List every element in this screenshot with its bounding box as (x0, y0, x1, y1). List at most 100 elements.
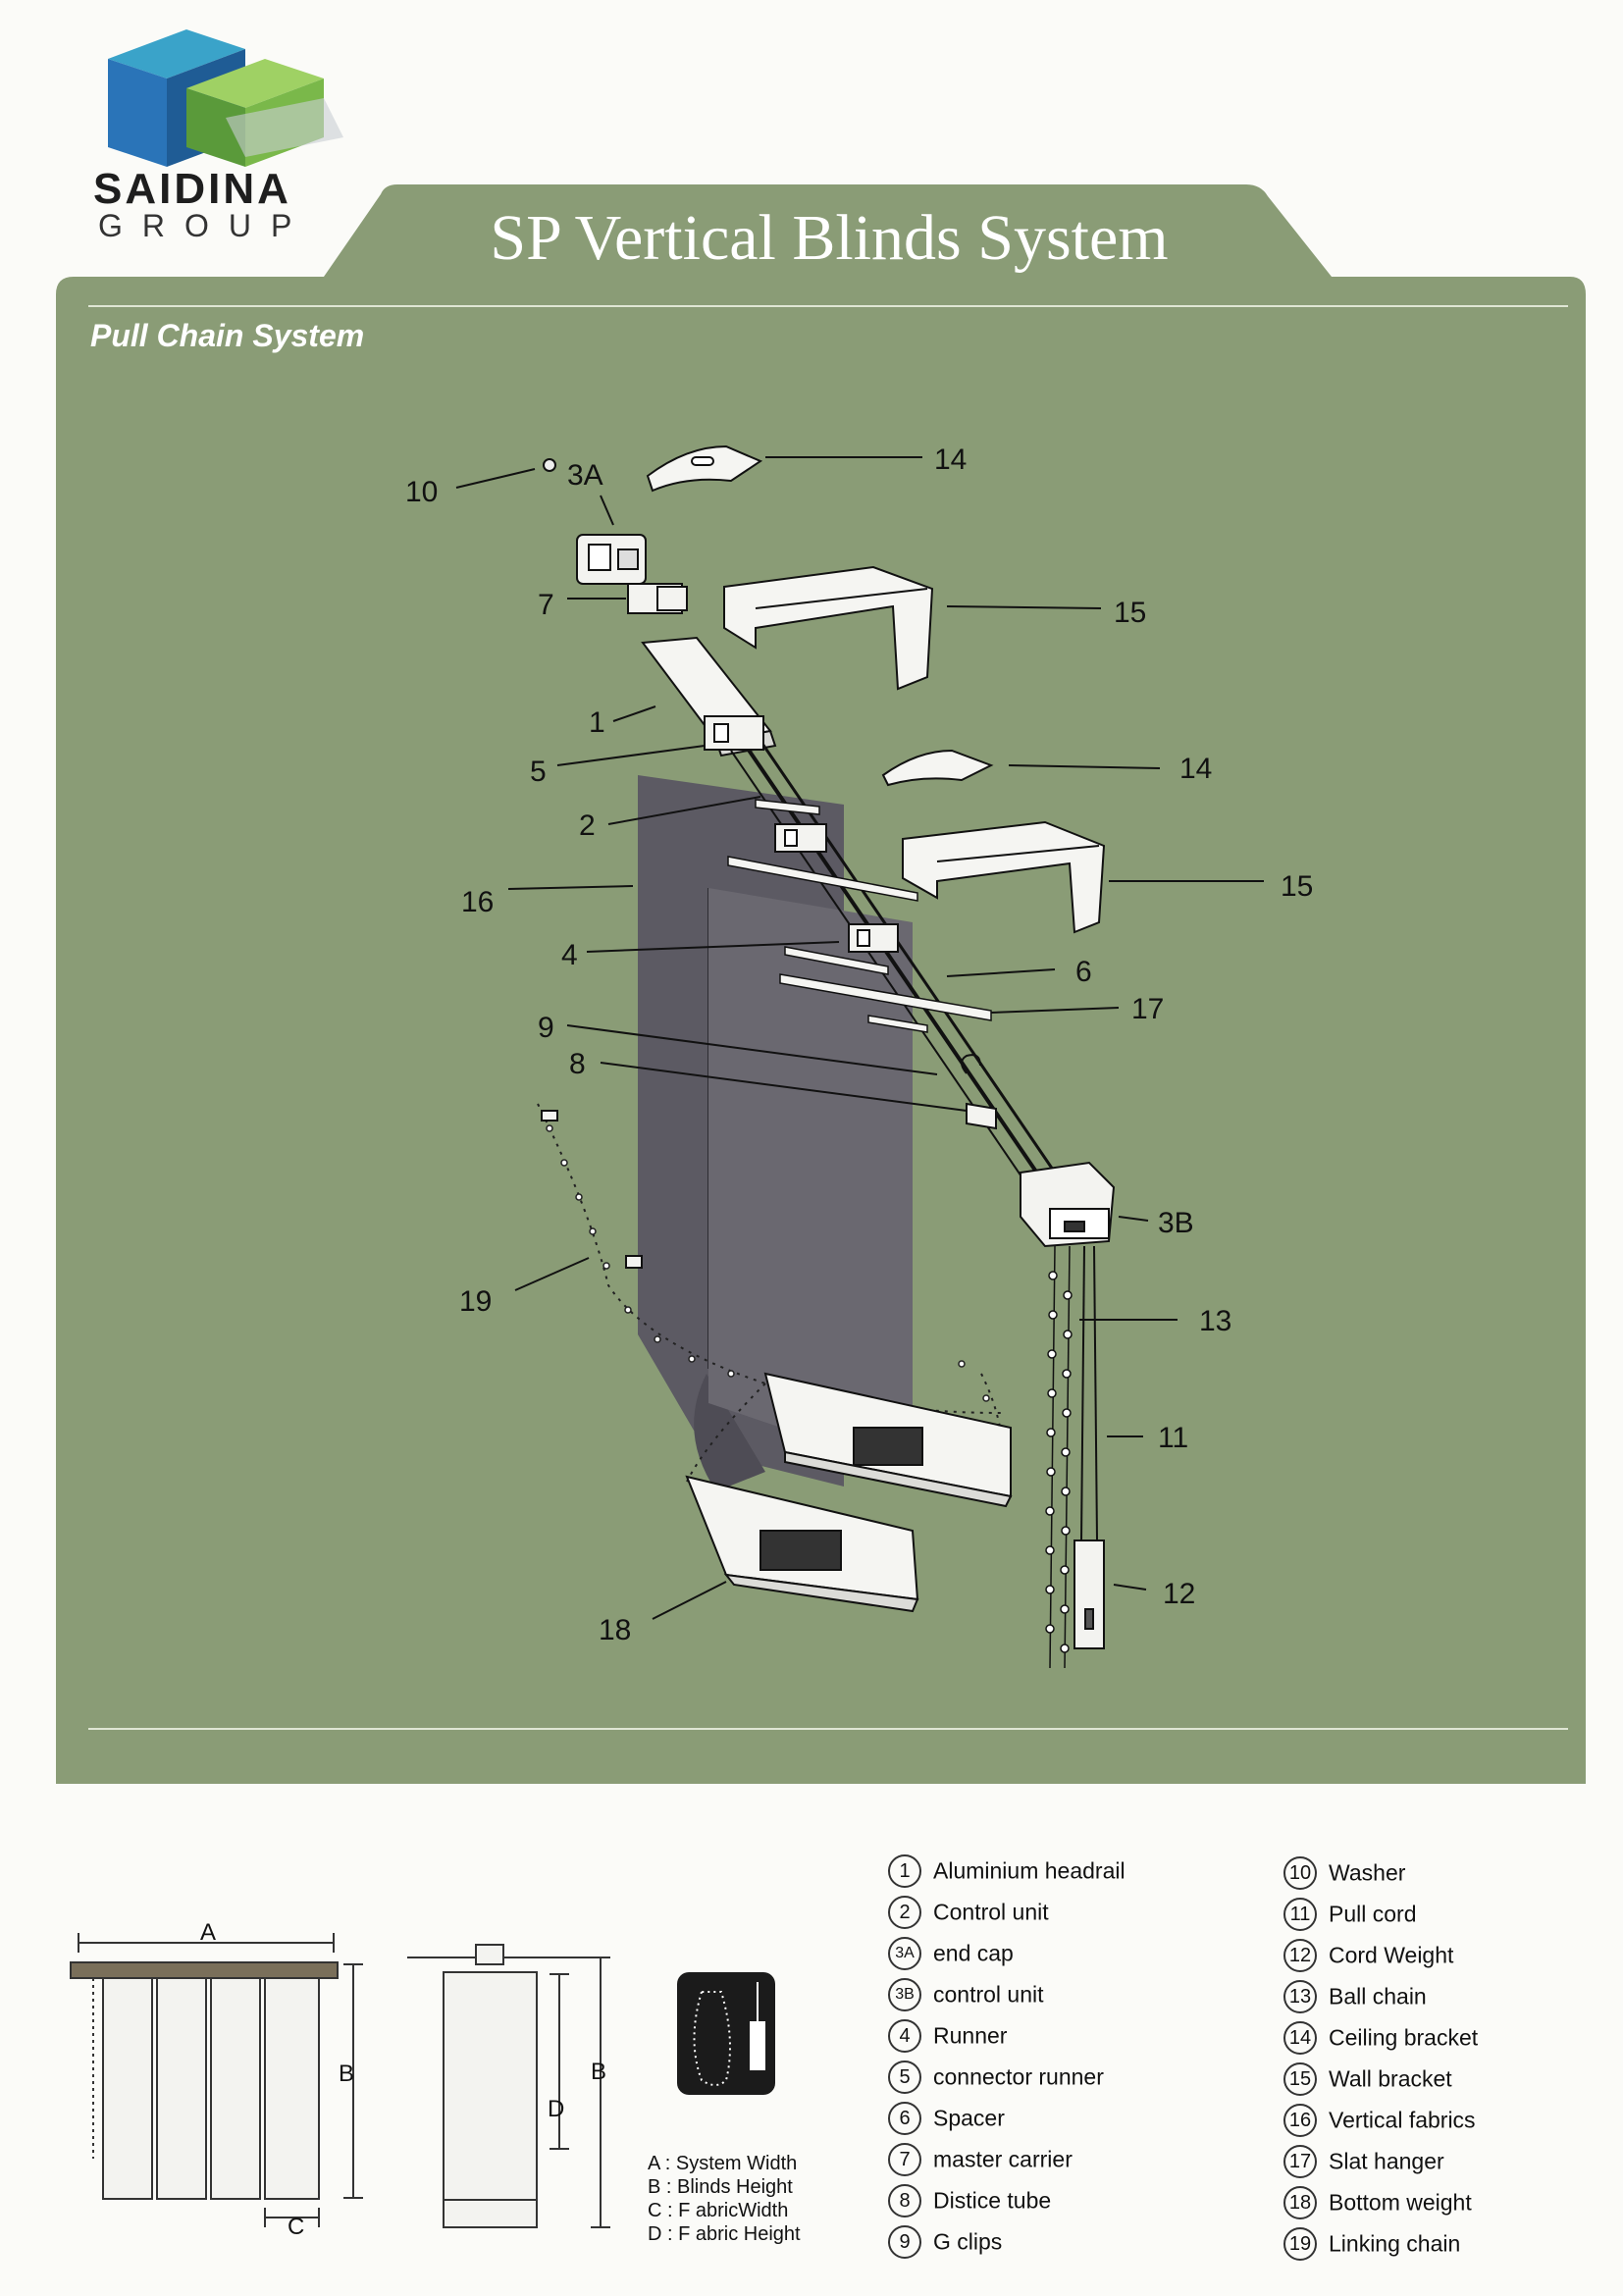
control-unit-3b (1020, 1161, 1116, 1248)
legend-number: 5 (888, 2061, 921, 2094)
dim-label-b: B (339, 2061, 355, 2087)
legend-number: 3B (888, 1978, 921, 2011)
callout-master-carrier: 7 (538, 589, 554, 621)
legend-label: G clips (933, 2228, 1003, 2255)
callout-linking-chain: 19 (459, 1285, 493, 1318)
legend-label: Slat hanger (1329, 2148, 1444, 2174)
legend-number: 10 (1283, 1856, 1317, 1890)
callout-wall-bracket-2: 15 (1281, 870, 1314, 903)
legend-number: 19 (1283, 2227, 1317, 2261)
legend-item: 2 Control unit (888, 1896, 1049, 1929)
legend-number: 15 (1283, 2062, 1317, 2096)
page-title: SP Vertical Blinds System (490, 202, 1169, 274)
callout-g-clip: 9 (538, 1012, 554, 1044)
runner (774, 823, 827, 853)
legend-number: 13 (1283, 1980, 1317, 2013)
legend-item: 11 Pull cord (1283, 1898, 1416, 1931)
dim-label-a: A (200, 1919, 217, 1946)
legend-label: master carrier (933, 2146, 1073, 2172)
callout-ceiling-bracket-2: 14 (1179, 753, 1213, 785)
legend-item: 10 Washer (1283, 1856, 1405, 1890)
legend-number: 2 (888, 1896, 921, 1929)
legend-label: Distice tube (933, 2187, 1052, 2214)
pull-cord (1080, 1245, 1098, 1541)
linking-chain-beads (546, 1124, 990, 1402)
legend-item: 12 Cord Weight (1283, 1939, 1453, 1972)
g-clip (961, 1054, 981, 1074)
diagram-panel (56, 184, 1586, 1784)
callout-end-cap: 3A (567, 459, 603, 492)
washer (543, 458, 556, 472)
dim-label-b-side: B (591, 2059, 607, 2085)
callout-ceiling-bracket: 14 (934, 444, 968, 476)
vertical-fabric-front (708, 888, 913, 1472)
legend-number: 9 (888, 2225, 921, 2259)
legend-number: 16 (1283, 2104, 1317, 2137)
legend-number: 14 (1283, 2021, 1317, 2055)
legend-item: 5 connector runner (888, 2061, 1104, 2094)
legend-label: Vertical fabrics (1329, 2107, 1476, 2133)
callout-control-unit: 2 (579, 809, 596, 842)
dimension-drawings (70, 1933, 775, 2228)
master-carrier (627, 583, 688, 614)
callout-vertical-fabric: 16 (461, 886, 495, 918)
legend-number: 11 (1283, 1898, 1317, 1931)
legend-number: 7 (888, 2143, 921, 2176)
front-view (70, 1933, 363, 2227)
runner-lower (848, 923, 899, 953)
slat-hangers (727, 799, 992, 1033)
bottom-weight-upper (763, 1372, 1013, 1508)
legend-label: Aluminium headrail (933, 1857, 1126, 1884)
dim-key-a: A : System Width (648, 2153, 798, 2174)
ball-chain (1045, 1245, 1073, 1669)
callout-headrail: 1 (589, 706, 605, 739)
legend-label: Pull cord (1329, 1901, 1417, 1927)
leader-lines (455, 456, 1264, 1620)
legend-label: Spacer (933, 2105, 1005, 2131)
legend-number: 4 (888, 2019, 921, 2053)
callout-ball-chain: 13 (1199, 1305, 1232, 1337)
legend-number: 8 (888, 2184, 921, 2218)
legend-label: connector runner (933, 2063, 1104, 2090)
dim-key-d: D : F abric Height (648, 2223, 801, 2245)
legend-label: Ceiling bracket (1329, 2024, 1479, 2051)
legend-number: 12 (1283, 1939, 1317, 1972)
legend-label: Linking chain (1329, 2230, 1461, 2257)
callout-cord-weight: 12 (1163, 1578, 1196, 1610)
legend-label: Ball chain (1329, 1983, 1427, 2009)
dim-key-c: C : F abricWidth (648, 2200, 789, 2221)
bottom-weight-lower (685, 1475, 919, 1613)
legend-label: Wall bracket (1329, 2065, 1452, 2092)
legend-item: 14 Ceiling bracket (1283, 2021, 1478, 2055)
legend-label: end cap (933, 1940, 1014, 1966)
legend-label: Cord Weight (1329, 1942, 1454, 1968)
brand-name: SAIDINA (93, 165, 291, 213)
callout-pull-cord: 11 (1158, 1422, 1189, 1454)
wall-bracket-lower (902, 820, 1106, 934)
dim-key-b: B : Blinds Height (648, 2176, 793, 2198)
linking-chain (537, 1103, 1002, 1483)
dim-label-c: C (288, 2214, 305, 2240)
brand-group: GROUP (98, 208, 312, 243)
legend-label: Control unit (933, 1899, 1049, 1925)
pull-chain-icon (677, 1972, 775, 2095)
ceiling-bracket-lower (881, 749, 994, 787)
legend-item: 8 Distice tube (888, 2184, 1051, 2218)
callout-bottom-weight: 18 (599, 1614, 632, 1646)
page-subtitle: Pull Chain System (90, 318, 365, 353)
legend-item: 19 Linking chain (1283, 2227, 1460, 2261)
dim-label-d: D (548, 2096, 565, 2122)
legend-label: Bottom weight (1329, 2189, 1472, 2216)
callout-slat-hanger: 17 (1131, 993, 1165, 1025)
cord-weight (1073, 1539, 1105, 1649)
legend-item: 15 Wall bracket (1283, 2062, 1452, 2096)
ceiling-bracket-upper (646, 444, 763, 493)
legend-number: 18 (1283, 2186, 1317, 2219)
callout-wall-bracket: 15 (1114, 597, 1147, 629)
legend-label: Washer (1329, 1859, 1406, 1886)
